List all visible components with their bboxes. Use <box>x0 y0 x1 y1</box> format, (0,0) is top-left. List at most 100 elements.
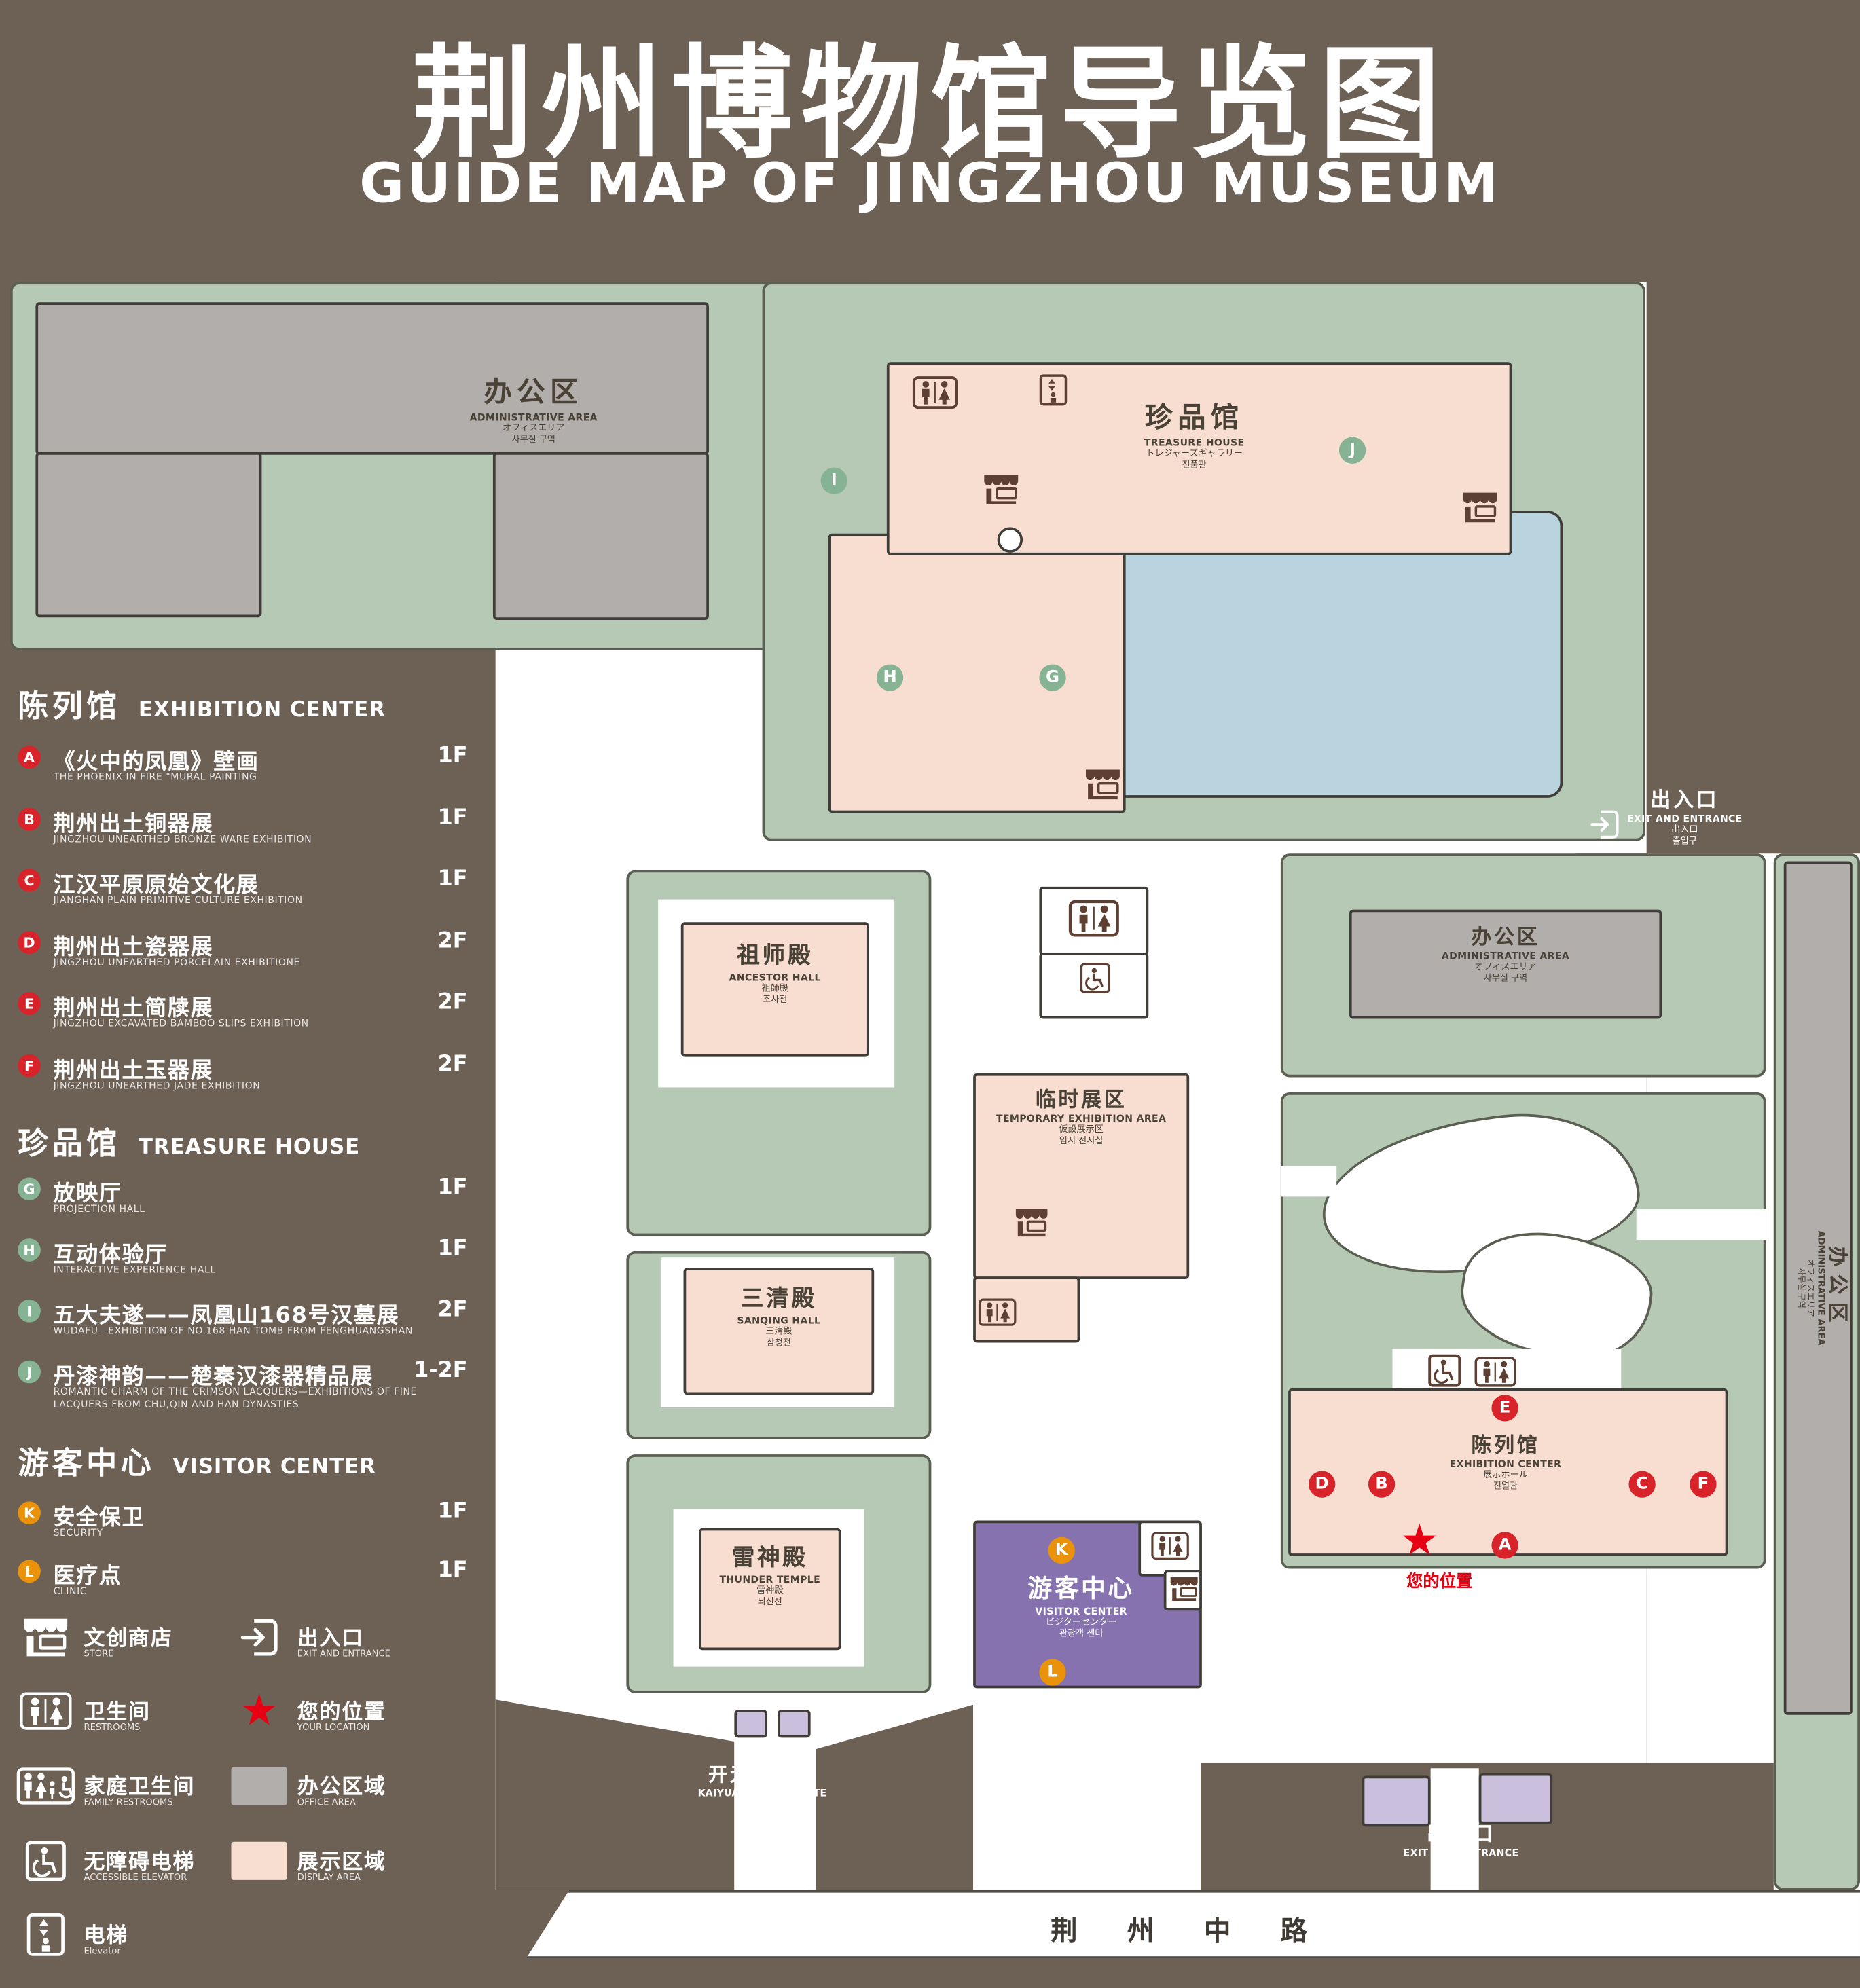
map-marker-b: B <box>1368 1471 1396 1498</box>
map-marker-f: F <box>1690 1471 1717 1498</box>
map-marker-e: E <box>1491 1395 1518 1422</box>
legend-item-title: 荆州出土玉器展 <box>53 1058 214 1084</box>
restroom-icon <box>912 376 958 409</box>
temporary-exhibition-building <box>973 1073 1190 1279</box>
label-admin-area-side: 办公区 ADMINISTRATIVE AREA オフィスエリア 사무실 구역 <box>1795 1230 1850 1346</box>
legend-section-visitor-center: 游客中心 VISITOR CENTER <box>18 1438 376 1482</box>
legend-symbol-title: 电梯 <box>84 1923 128 1948</box>
your-location-star-icon: ★ <box>1400 1515 1439 1566</box>
legend-item-floor: 1F <box>437 1175 468 1201</box>
legend-item-floor: 1F <box>437 743 468 769</box>
sanqing-hall-building <box>683 1268 875 1395</box>
legend-item-l: L 医疗点 1F CLINIC <box>18 1558 483 1613</box>
legend-item-title: 荆州出土铜器展 <box>53 811 214 837</box>
south-entrance-building-left <box>1362 1775 1431 1827</box>
legend-symbol-store: 文创商店 STORE <box>15 1616 225 1680</box>
label-exit-east: 出入口 EXIT AND ENTRANCE 出入口 출입구 <box>1626 787 1743 847</box>
label-kaiyuan-gate: 开元观山门 KAIYUAN TEMPLE GATE 開元観山門 산문을 열다 <box>697 1763 827 1820</box>
ancestor-hall-building <box>680 922 869 1057</box>
gate-pavilion-left <box>734 1710 768 1738</box>
legend-marker-j: J <box>18 1360 41 1384</box>
legend-item-subtitle: SECURITY <box>53 1526 103 1539</box>
legend-symbol-subtitle: FAMILY RESTROOMS <box>84 1797 173 1808</box>
legend-symbol-subtitle: RESTROOMS <box>84 1722 141 1733</box>
page-title: 荆州博物馆导览图 <box>412 33 1448 176</box>
legend-item-floor: 2F <box>437 989 468 1015</box>
south-entrance-building-right <box>1478 1773 1553 1824</box>
map-marker-h: H <box>876 664 904 691</box>
thunder-temple-building <box>698 1528 841 1651</box>
legend-marker-h: H <box>18 1238 41 1262</box>
legend-item-floor: 1-2F <box>414 1357 468 1384</box>
legend-symbol-title: 您的位置 <box>297 1699 386 1724</box>
legend-symbol-your-location: ★ 您的位置 YOUR LOCATION <box>229 1689 439 1753</box>
legend-marker-i: I <box>18 1299 41 1323</box>
legend-symbol-subtitle: STORE <box>84 1649 114 1659</box>
family-restroom-icon <box>16 1767 75 1805</box>
map-marker-i: I <box>820 467 847 494</box>
legend-symbol-office-area: 办公区域 OFFICE AREA <box>229 1765 439 1828</box>
legend-symbol-subtitle: EXIT AND ENTRANCE <box>297 1649 390 1659</box>
admin-building-top-left-wing <box>35 452 262 618</box>
legend-symbol-title: 展示区域 <box>297 1849 386 1874</box>
legend-item-c: C 江汉平原原始文化展 1F JIANGHAN PLAIN PRIMITIVE … <box>18 866 483 922</box>
admin-building-top-right-wing <box>492 452 709 620</box>
legend-item-e: E 荆州出土简牍展 2F JINGZHOU EXCAVATED BAMBOO S… <box>18 989 483 1045</box>
map-marker-l: L <box>1039 1659 1066 1686</box>
exit-icon <box>238 1616 281 1659</box>
legend-item-title: 丹漆神韵——楚秦汉漆器精品展 <box>53 1364 374 1390</box>
legend-symbol-subtitle: Elevator <box>84 1946 121 1957</box>
office-area-swatch <box>231 1767 287 1805</box>
elevator-icon <box>1039 373 1067 407</box>
label-admin-area-top: 办公区 ADMINISTRATIVE AREA オフィスエリア 사무실 구역 <box>469 377 598 445</box>
legend-section-title-en: VISITOR CENTER <box>172 1454 376 1479</box>
legend-section-title-zh: 陈列馆 <box>18 688 121 724</box>
map-marker-c: C <box>1628 1471 1656 1498</box>
label-sanqing-hall: 三清殿 SANQING HALL 三清殿 삼청전 <box>737 1285 821 1348</box>
legend-item-floor: 1F <box>437 1236 468 1262</box>
legend-section-title-zh: 珍品馆 <box>18 1125 121 1162</box>
label-temporary-exhibition: 临时展区 TEMPORARY EXHIBITION AREA 仮設展示区 임시 … <box>996 1087 1167 1146</box>
legend-symbol-display-area: 展示区域 DISPLAY AREA <box>229 1839 439 1903</box>
store-icon <box>1014 1207 1049 1238</box>
restroom-icon <box>1068 900 1119 938</box>
legend-symbol-title: 家庭卫生间 <box>84 1774 196 1799</box>
label-admin-area-mid: 办公区 ADMINISTRATIVE AREA オフィスエリア 사무실 구역 <box>1441 925 1570 984</box>
legend-symbol-title: 无障碍电梯 <box>84 1849 196 1874</box>
page-subtitle: GUIDE MAP OF JINGZHOU MUSEUM <box>359 152 1501 217</box>
legend-item-floor: 1F <box>437 866 468 892</box>
store-icon <box>982 473 1020 507</box>
legend-item-a: A 《火中的凤凰》壁画 1F THE PHOENIX IN FIRE "MURA… <box>18 743 483 798</box>
treasure-house-left-tower <box>828 533 1126 813</box>
restroom-icon <box>979 1298 1017 1326</box>
pond-plaza-circle <box>997 527 1023 553</box>
map-marker-a: A <box>1491 1532 1518 1559</box>
legend-item-subtitle: INTERACTIVE EXPERIENCE HALL <box>53 1264 216 1276</box>
label-ancestor-hall: 祖师殿 ANCESTOR HALL 祖師殿 조사전 <box>729 942 821 1005</box>
label-exit-south: 出入口 EXIT AND ENTRANCE 出入口 출입구 <box>1403 1821 1519 1881</box>
map-marker-j: J <box>1338 437 1366 464</box>
accessible-restroom-icon <box>1080 963 1110 993</box>
legend-item-floor: 2F <box>437 1052 468 1078</box>
legend-item-d: D 荆州出土瓷器展 2F JINGZHOU UNEARTHED PORCELAI… <box>18 929 483 984</box>
legend-item-title: 医疗点 <box>53 1564 122 1589</box>
legend-item-title: 安全保卫 <box>53 1505 145 1531</box>
legend-item-subtitle: THE PHOENIX IN FIRE "MURAL PAINTING <box>53 771 257 783</box>
legend-item-title: 荆州出土简牍展 <box>53 995 214 1022</box>
legend-item-subtitle: JINGZHOU UNEARTHED PORCELAIN EXHIBITIONE <box>53 956 300 968</box>
admin-building-top-bar <box>35 302 709 455</box>
legend-item-title: 五大夫遂——凤凰山168号汉墓展 <box>53 1303 400 1329</box>
legend-item-subtitle: CLINIC <box>53 1585 88 1597</box>
restroom-icon <box>1151 1532 1189 1560</box>
label-thunder-temple: 雷神殿 THUNDER TEMPLE 雷神殿 뇌신전 <box>719 1545 821 1606</box>
road-label: 荆 州 中 路 <box>1051 1915 1328 1947</box>
legend-marker-d: D <box>18 931 41 955</box>
legend-item-subtitle: ROMANTIC CHARM OF THE CRIMSON LACQUERS—E… <box>53 1386 417 1410</box>
legend-section-title-zh: 游客中心 <box>18 1446 156 1481</box>
map-marker-d: D <box>1309 1471 1336 1498</box>
legend-symbol-elevator: 电梯 Elevator <box>15 1913 225 1977</box>
restroom-icon <box>1474 1357 1517 1387</box>
legend-section-title-en: TREASURE HOUSE <box>138 1134 361 1159</box>
legend-symbol-title: 出入口 <box>297 1625 365 1651</box>
legend-symbol-title: 卫生间 <box>84 1699 151 1724</box>
